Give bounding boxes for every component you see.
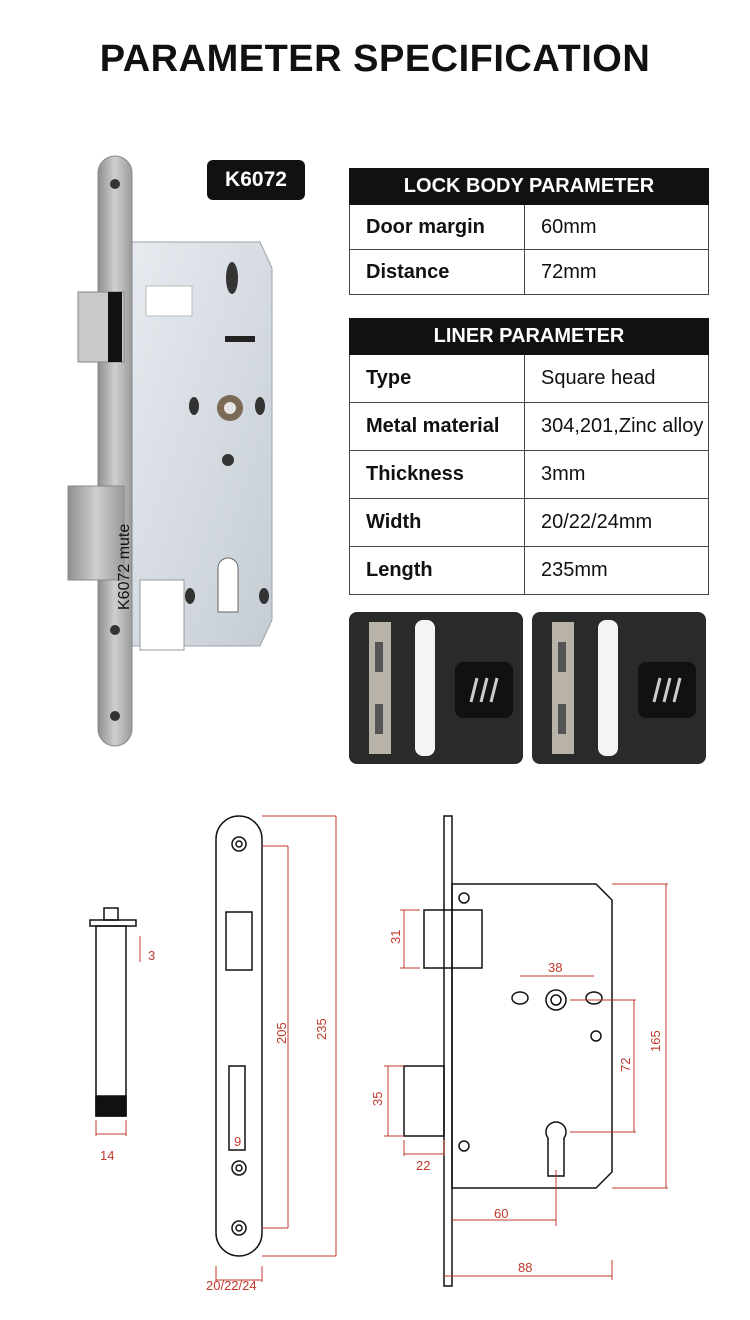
dim-thickness: 3 — [148, 948, 155, 963]
dim-deadbolt-throw: 22 — [416, 1158, 430, 1173]
dim-faceplate-length: 235 — [314, 1018, 329, 1040]
param-value: 304,201,Zinc alloy — [524, 402, 709, 451]
param-value: 20/22/24mm — [524, 498, 709, 547]
param-name: Length — [349, 546, 525, 595]
product-label: K6072 mute — [116, 523, 133, 610]
dim-body-height: 165 — [648, 1030, 663, 1052]
param-value: 72mm — [524, 249, 709, 295]
param-value: 235mm — [524, 546, 709, 595]
technical-drawing: 3 14 235 205 9 20/22/24 31 35 22 38 72 1… — [89, 815, 668, 1293]
dim-distance: 72 — [618, 1058, 633, 1072]
dim-total-depth: 88 — [518, 1260, 532, 1275]
lock-body-header: LOCK BODY PARAMETER — [349, 168, 709, 205]
param-name: Metal material — [349, 402, 525, 451]
dim-spindle-gap: 38 — [548, 960, 562, 975]
liner-header: LINER PARAMETER — [349, 318, 709, 355]
dim-latch-height: 31 — [388, 930, 403, 944]
param-name: Door margin — [349, 204, 525, 250]
param-value: Square head — [524, 354, 709, 403]
param-name: Thickness — [349, 450, 525, 499]
dim-slot-offset: 9 — [234, 1134, 241, 1149]
liner-photo-silver — [349, 612, 523, 764]
dim-inner-length: 205 — [274, 1022, 289, 1044]
model-badge: K6072 — [207, 160, 305, 200]
dim-backset: 60 — [494, 1206, 508, 1221]
param-value: 3mm — [524, 450, 709, 499]
dim-faceplate-width: 20/22/24 — [206, 1278, 257, 1293]
dim-deadbolt-height: 35 — [370, 1092, 385, 1106]
param-name: Distance — [349, 249, 525, 295]
lock-photo — [60, 150, 290, 750]
liner-photo-zinc — [532, 612, 706, 764]
param-name: Width — [349, 498, 525, 547]
page-title: PARAMETER SPECIFICATION — [99, 38, 651, 80]
dim-side-width: 14 — [100, 1148, 114, 1163]
param-name: Type — [349, 354, 525, 403]
param-value: 60mm — [524, 204, 709, 250]
